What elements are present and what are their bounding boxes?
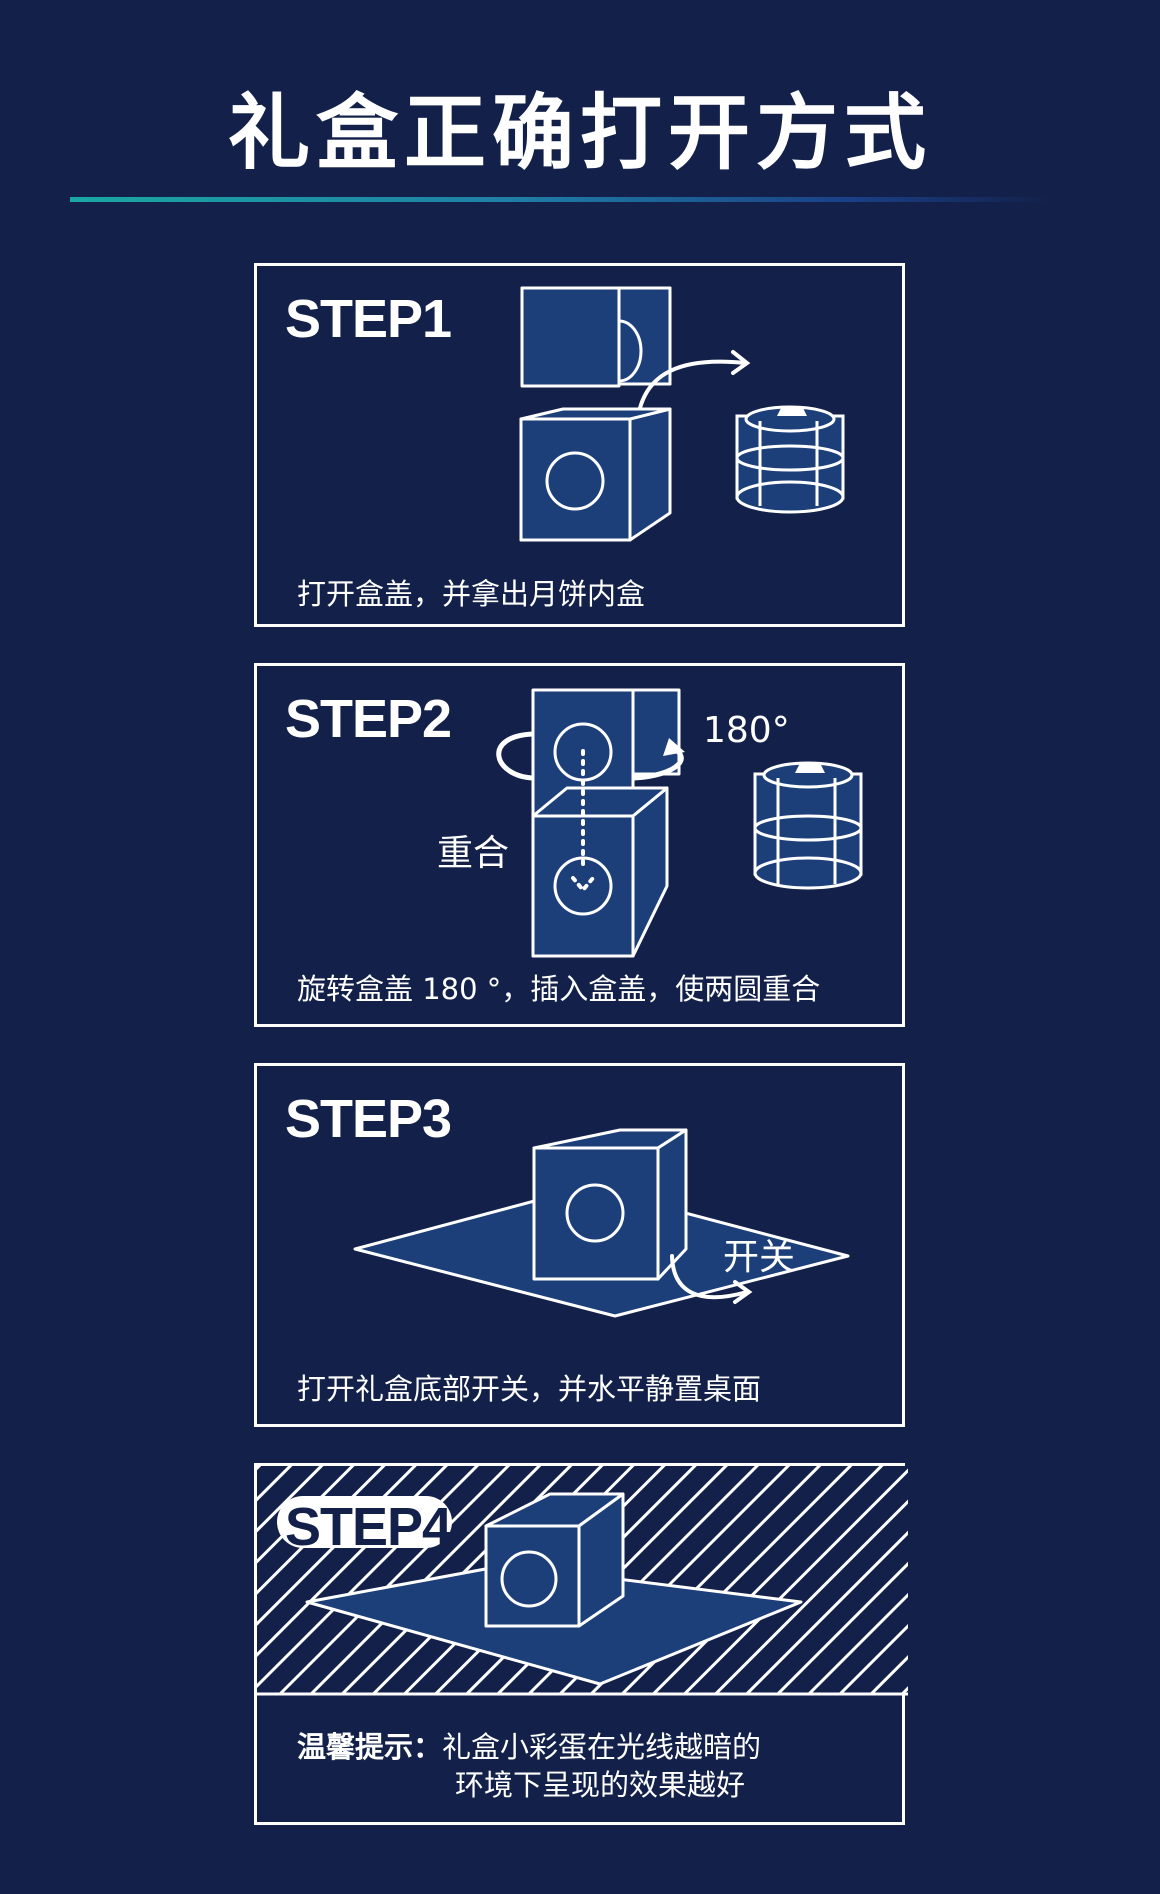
step2-illustration xyxy=(496,688,863,958)
step1-label: STEP1 xyxy=(285,289,452,349)
tip-heading: 温馨提示： xyxy=(297,1730,443,1764)
arrow-icon xyxy=(638,350,751,410)
step3-card: STEP3 开关 打开礼盒底部开关，并水平静置桌面 xyxy=(254,1063,905,1427)
step3-label: STEP3 xyxy=(285,1089,452,1149)
overlap-label: 重合 xyxy=(437,833,510,874)
tip-line1: 礼盒小彩蛋在光线越暗的 xyxy=(442,1730,762,1764)
step2-label: STEP2 xyxy=(285,689,452,749)
step1-card: STEP1 打开盒盖，并拿出月饼内盒 xyxy=(254,263,905,627)
tip-line2: 环境下呈现的效果越好 xyxy=(455,1768,746,1802)
page-title: 礼盒正确打开方式 xyxy=(227,86,932,181)
step4-card: STEP4 温馨提示：礼盒小彩蛋在光线越暗的 环境下呈现的效果越好 xyxy=(254,1463,908,1825)
step1-caption: 打开盒盖，并拿出月饼内盒 xyxy=(297,577,646,611)
switch-label: 开关 xyxy=(723,1237,796,1278)
title-divider xyxy=(70,197,1050,202)
step3-caption: 打开礼盒底部开关，并水平静置桌面 xyxy=(297,1372,762,1406)
step1-illustration xyxy=(519,286,845,542)
step3-illustration xyxy=(353,1128,850,1318)
step4-illustration xyxy=(257,1466,908,1696)
tip-text: 温馨提示：礼盒小彩蛋在光线越暗的 环境下呈现的效果越好 xyxy=(297,1728,761,1804)
step2-card: STEP2 180° 重合 旋转盒盖 180 °，插入盒盖，使两圆重合 xyxy=(254,663,905,1027)
step4-label: STEP4 xyxy=(285,1497,452,1557)
step2-caption: 旋转盒盖 180 °，插入盒盖，使两圆重合 xyxy=(297,972,821,1006)
angle-label: 180° xyxy=(703,710,790,751)
